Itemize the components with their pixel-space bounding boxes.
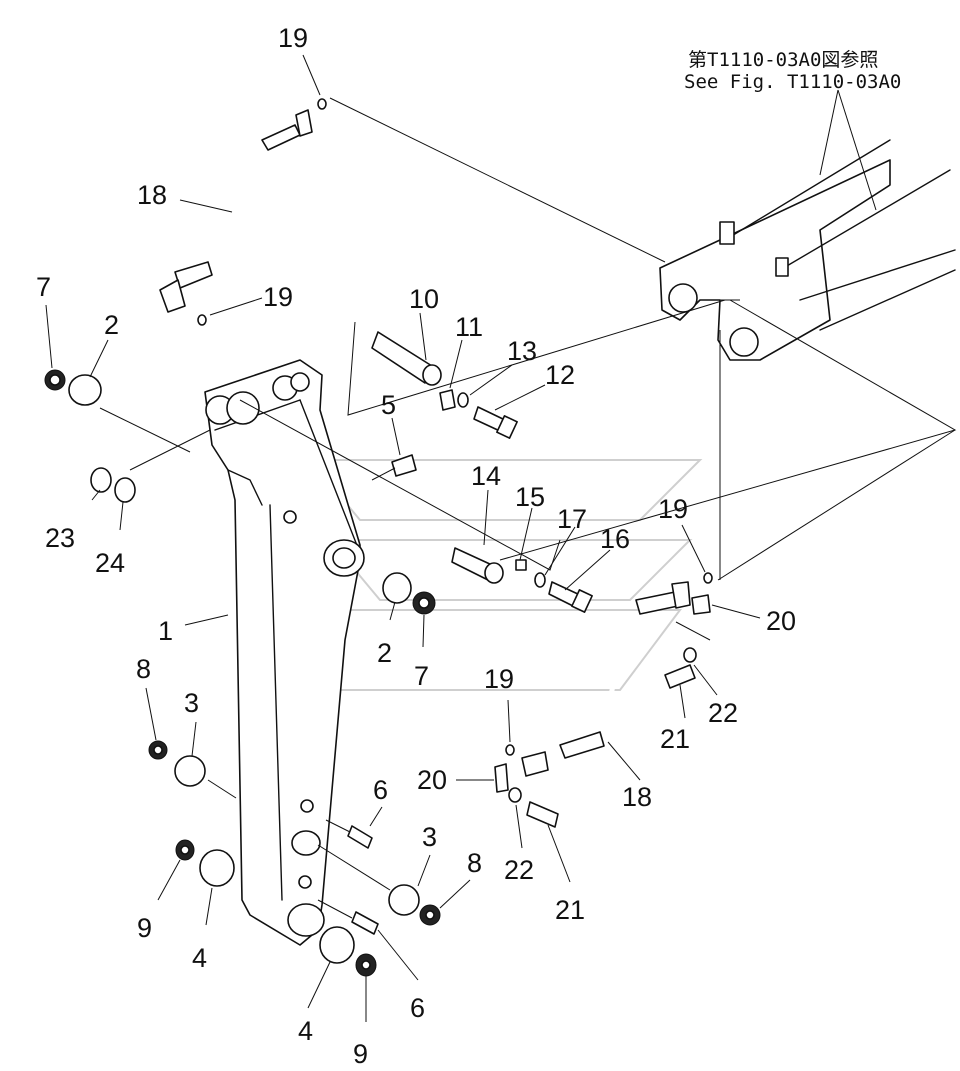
callout-9: 9 bbox=[137, 913, 152, 943]
reference-jp: 第T1110-03A0図参照 bbox=[688, 49, 878, 71]
callout-14: 14 bbox=[471, 461, 501, 491]
callout-15: 15 bbox=[515, 482, 545, 512]
alignment-lines bbox=[99, 89, 957, 919]
callout-16: 16 bbox=[600, 524, 630, 554]
callout-22: 22 bbox=[504, 855, 534, 885]
callout-2: 2 bbox=[104, 310, 119, 340]
callout-2: 2 bbox=[377, 638, 392, 668]
callout-4: 4 bbox=[192, 943, 207, 973]
callout-19: 19 bbox=[278, 23, 308, 53]
reference-en: See Fig. T1110-03A0 bbox=[684, 71, 901, 93]
callout-23: 23 bbox=[45, 523, 75, 553]
callout-8: 8 bbox=[136, 654, 151, 684]
callout-3: 3 bbox=[184, 688, 199, 718]
callout-18: 18 bbox=[137, 180, 167, 210]
callout-1: 1 bbox=[158, 616, 173, 646]
hose-upper bbox=[159, 109, 313, 313]
callout-20: 20 bbox=[766, 606, 796, 636]
callout-19: 19 bbox=[263, 282, 293, 312]
callout-20: 20 bbox=[417, 765, 447, 795]
pin-10 bbox=[371, 331, 442, 386]
callout-9: 9 bbox=[353, 1039, 368, 1069]
callout-10: 10 bbox=[409, 284, 439, 314]
arm-body bbox=[204, 359, 365, 946]
hose-lower bbox=[521, 581, 691, 777]
callout-4: 4 bbox=[298, 1016, 313, 1046]
boom-end bbox=[659, 139, 956, 361]
callout-19: 19 bbox=[658, 494, 688, 524]
callout-5: 5 bbox=[381, 390, 396, 420]
callout-13: 13 bbox=[507, 336, 537, 366]
callout-6: 6 bbox=[410, 993, 425, 1023]
callout-12: 12 bbox=[545, 360, 575, 390]
callout-19: 19 bbox=[484, 664, 514, 694]
callout-21: 21 bbox=[555, 895, 585, 925]
pin-14 bbox=[451, 547, 504, 584]
callout-22: 22 bbox=[708, 698, 738, 728]
leader-lines bbox=[45, 54, 761, 1022]
callout-labels: 19 18 19 7 2 10 11 13 12 5 14 15 17 16 1… bbox=[36, 23, 796, 1069]
callout-11: 11 bbox=[455, 312, 483, 342]
callout-8: 8 bbox=[467, 848, 482, 878]
callout-6: 6 bbox=[373, 775, 388, 805]
callout-7: 7 bbox=[36, 272, 51, 302]
callout-3: 3 bbox=[422, 822, 437, 852]
callout-18: 18 bbox=[622, 782, 652, 812]
callout-24: 24 bbox=[95, 548, 125, 578]
callout-21: 21 bbox=[660, 724, 690, 754]
small-parts bbox=[44, 98, 713, 977]
callout-7: 7 bbox=[414, 661, 429, 691]
callout-17: 17 bbox=[557, 504, 587, 534]
